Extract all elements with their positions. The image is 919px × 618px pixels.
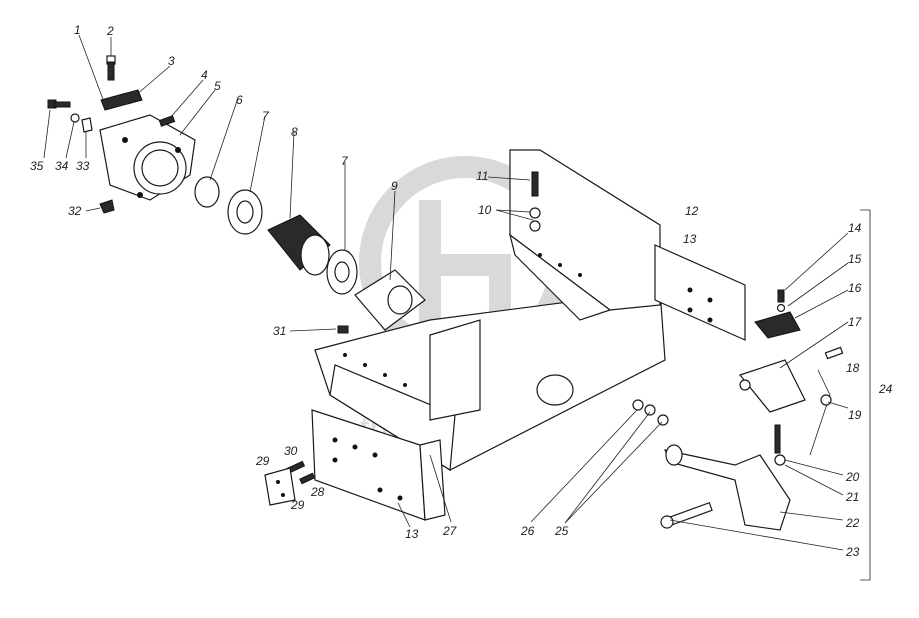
- nut-26: [632, 399, 644, 411]
- callout-31: 31: [273, 324, 286, 338]
- callout-3: 3: [168, 54, 175, 68]
- pin-18: [824, 346, 844, 360]
- callout-10: 10: [478, 203, 492, 217]
- callout-14: 14: [848, 221, 862, 235]
- callout-35: 35: [30, 159, 44, 173]
- callout-1: 1: [74, 23, 81, 37]
- washer-34: [70, 113, 80, 123]
- callout-19: 19: [848, 408, 862, 422]
- clamp-16: [754, 311, 801, 339]
- callout-25: 25: [554, 524, 569, 538]
- callout-12: 12: [685, 204, 699, 218]
- callout-22: 22: [845, 516, 860, 530]
- steering-housing-5: [99, 114, 196, 201]
- bolt-11: [531, 171, 539, 197]
- steering-arm-22: [664, 444, 791, 531]
- bolts-28-30: [264, 460, 316, 506]
- callout-21: 21: [845, 490, 859, 504]
- callout-26: 26: [520, 524, 535, 538]
- nuts-25: [644, 404, 669, 426]
- mounting-plate-13-left: [311, 409, 446, 521]
- nut-20: [774, 454, 786, 466]
- mounting-plate-13-right: [654, 244, 746, 341]
- bolt-35: [47, 99, 71, 109]
- callout-17: 17: [848, 315, 863, 329]
- callout-34: 34: [55, 159, 69, 173]
- grease-fitting-31: [337, 325, 349, 334]
- nuts-10: [529, 207, 541, 232]
- callout-5: 5: [214, 79, 221, 93]
- callout-16: 16: [848, 281, 862, 295]
- lock-plate-33: [81, 117, 93, 133]
- chain-19: [809, 369, 832, 456]
- clamp-plate-3: [100, 89, 143, 111]
- bolt-23: [660, 501, 713, 529]
- callout-29a: 29: [255, 454, 270, 468]
- fitting-32: [99, 199, 115, 214]
- callout-28: 28: [310, 485, 325, 499]
- callout-9: 9: [391, 179, 398, 193]
- callout-4: 4: [201, 68, 208, 82]
- callout-23: 23: [845, 545, 860, 559]
- callout-8: 8: [291, 125, 298, 139]
- callout-24: 24: [878, 382, 893, 396]
- callout-30: 30: [284, 444, 298, 458]
- bushing-6: [194, 176, 220, 208]
- callout-27: 27: [442, 524, 458, 538]
- bolt-2: [106, 55, 116, 81]
- callout-13-left: 13: [405, 527, 419, 541]
- pin-21: [774, 424, 781, 454]
- leader-lines: [43, 34, 849, 551]
- callout-15: 15: [848, 252, 862, 266]
- upper-bracket-12: [509, 149, 661, 321]
- bolt-4: [158, 115, 176, 127]
- callout-7a: 7: [262, 109, 270, 123]
- bolt-14: [777, 289, 785, 303]
- callout-29b: 29: [290, 498, 305, 512]
- callout-32: 32: [68, 204, 82, 218]
- roller-8: [267, 214, 331, 276]
- callout-20: 20: [845, 470, 860, 484]
- callout-6: 6: [236, 93, 243, 107]
- flange-9: [354, 269, 426, 331]
- callout-2: 2: [106, 24, 114, 38]
- callout-13-right: 13: [683, 232, 697, 246]
- callout-7b: 7: [341, 154, 349, 168]
- washer-7a: [227, 189, 263, 235]
- group-bracket-24: [860, 209, 871, 581]
- washer-15: [776, 303, 786, 313]
- washer-7b: [326, 249, 358, 295]
- callout-18: 18: [846, 361, 860, 375]
- bracket-17: [738, 359, 806, 413]
- callout-11: 11: [476, 169, 488, 183]
- callout-33: 33: [76, 159, 90, 173]
